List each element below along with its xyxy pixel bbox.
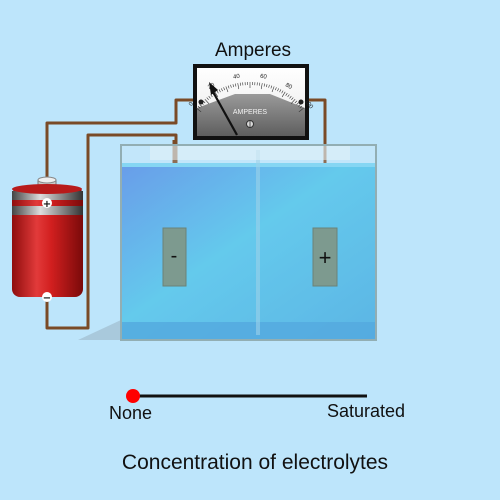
ammeter-tick bbox=[204, 98, 210, 104]
ammeter-tick bbox=[237, 83, 240, 90]
ammeter-scale bbox=[196, 82, 304, 113]
ammeter: 020406080100 AMPERES bbox=[188, 64, 314, 140]
ammeter-tick bbox=[289, 95, 292, 99]
ammeter-tick bbox=[268, 84, 270, 88]
ammeter-tick bbox=[260, 83, 263, 90]
ammeter-tick bbox=[223, 87, 226, 91]
battery-positive-label: + bbox=[43, 199, 51, 210]
ammeter-tick bbox=[202, 100, 206, 104]
ammeter-tick bbox=[266, 84, 268, 88]
concentration-slider-thumb[interactable] bbox=[126, 389, 140, 403]
ammeter-tick bbox=[232, 84, 234, 88]
ammeter-tick bbox=[287, 94, 290, 98]
ammeter-tick-label: 0 bbox=[188, 101, 195, 108]
ammeter-needle-head bbox=[209, 82, 218, 95]
ammeter-tick-label: 100 bbox=[303, 99, 314, 111]
ammeter-tick bbox=[274, 87, 277, 91]
ammeter-tick bbox=[208, 95, 211, 99]
ammeter-tick bbox=[297, 104, 301, 107]
tank-shadow bbox=[78, 320, 121, 340]
positive-electrode-label: + bbox=[319, 245, 332, 270]
positive-electrode: + bbox=[312, 227, 338, 287]
ammeter-tick-label: 40 bbox=[233, 74, 241, 81]
tank-glass bbox=[120, 144, 377, 341]
ammeter-tick bbox=[216, 90, 219, 94]
battery-positive-terminal-icon bbox=[42, 198, 52, 208]
ammeter-tick bbox=[281, 90, 284, 94]
ammeter-tick bbox=[235, 83, 237, 87]
ammeter-tick bbox=[285, 92, 288, 96]
slider-min-label: None bbox=[109, 403, 153, 423]
ammeter-tick bbox=[210, 94, 213, 98]
ammeter-tick bbox=[196, 107, 202, 113]
ammeter-tick bbox=[218, 89, 221, 93]
slider-max-label: Saturated bbox=[327, 401, 406, 421]
ammeter-tick bbox=[263, 83, 265, 87]
diagram-caption: Concentration of electrolytes bbox=[121, 451, 389, 474]
battery-negative-label: − bbox=[43, 293, 51, 304]
ammeter-tick bbox=[296, 102, 299, 105]
ammeter-needle bbox=[211, 89, 238, 136]
ammeter-tick bbox=[290, 98, 296, 104]
ammeter-tick bbox=[277, 88, 279, 92]
ammeter-tick bbox=[299, 105, 303, 109]
ammeter-tick bbox=[199, 104, 203, 107]
ammeter-tick bbox=[197, 105, 201, 109]
water-surface bbox=[121, 163, 376, 167]
tank-rim bbox=[150, 146, 350, 160]
ammeter-tick-label: 80 bbox=[284, 82, 293, 91]
ammeter-tick bbox=[291, 97, 294, 101]
negative-electrode-label: - bbox=[171, 245, 178, 267]
tank-back-divider bbox=[256, 150, 260, 335]
battery-negative-terminal-icon bbox=[42, 292, 52, 302]
ammeter-tick bbox=[279, 89, 282, 93]
electrolyte-tank bbox=[78, 144, 377, 341]
ammeter-tick bbox=[227, 85, 230, 89]
ammeter-tick bbox=[214, 91, 219, 98]
ammeter-tick bbox=[281, 91, 286, 98]
ammeter-tick bbox=[206, 97, 209, 101]
ammeter-title: Amperes bbox=[214, 40, 292, 61]
ammeter-tick bbox=[294, 100, 298, 104]
ammeter-face-label: AMPERES bbox=[233, 109, 268, 116]
ammeter-tick bbox=[221, 88, 223, 92]
tank-bottom bbox=[121, 322, 376, 340]
ammeter-tick bbox=[225, 86, 229, 93]
battery: + − bbox=[12, 176, 83, 304]
negative-electrode: - bbox=[162, 227, 187, 287]
ammeter-tick-label: 60 bbox=[260, 74, 268, 81]
ammeter-tick bbox=[270, 85, 273, 89]
ammeter-tick bbox=[298, 107, 304, 113]
ammeter-tick bbox=[230, 84, 232, 88]
wire-battery-positive bbox=[45, 98, 196, 178]
ammeter-tick bbox=[271, 86, 275, 93]
